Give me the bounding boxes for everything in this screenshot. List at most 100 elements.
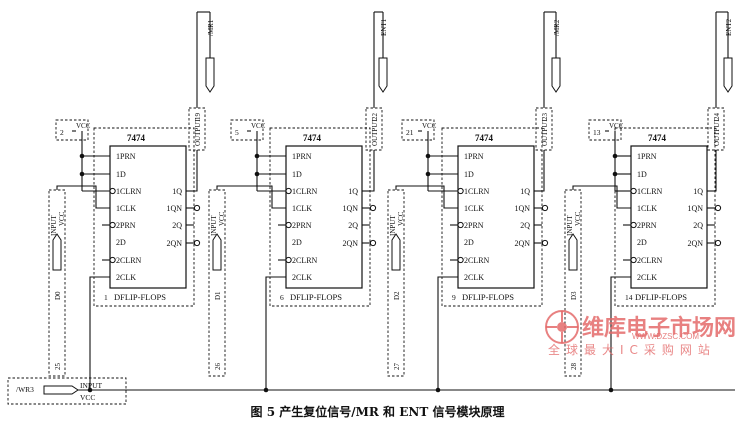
chip-pin-label: 2PRN (464, 221, 484, 230)
output-port-box (188, 107, 206, 151)
vcc-label: VCC (609, 122, 624, 130)
chip-pin-label: 2QN (342, 239, 358, 248)
chip-pin-label: 1Q (520, 187, 530, 196)
chip-pin-label: 1CLK (116, 204, 136, 213)
clock-bus-drop (89, 276, 110, 390)
chip-pin-label: 2CLRN (116, 256, 142, 265)
chip-part-number: 7474 (475, 133, 494, 143)
vcc-source-box (55, 119, 89, 141)
vcc-label: VCC (422, 122, 437, 130)
output-pin-number: 24 (713, 113, 721, 121)
chip-pin-label: 2PRN (116, 221, 136, 230)
input-signal-name: D2 (393, 291, 401, 300)
vcc-source-number: 5 (235, 128, 239, 137)
chip-pin-label: 2Q (348, 221, 358, 230)
chip-family-label: DFLIP-FLOPS (114, 292, 166, 302)
pin-bubble (109, 221, 116, 229)
chip-pin-label: 1CLK (637, 204, 657, 213)
chip-pin-label: 2QN (166, 239, 182, 248)
output-connector-icon (205, 57, 215, 93)
input-vcc-label: VCC (574, 211, 582, 226)
clock-input-signal: /WR3 (16, 385, 34, 394)
q-output-wire (370, 150, 375, 192)
watermark-slogan: 全球最大IC采购网站 (548, 343, 716, 357)
input-label: INPUT (389, 215, 397, 236)
chip-pin-label: 1CLRN (637, 187, 663, 196)
output-label: OUTPUT (194, 118, 202, 146)
chip-pin-label: 1CLRN (292, 187, 318, 196)
chip-pin-label: 2QN (514, 239, 530, 248)
vcc-label: VCC (251, 122, 266, 130)
chip-pin-label: 1QN (514, 204, 530, 213)
output-port-box (365, 107, 383, 151)
input-pin-number: 27 (393, 363, 401, 371)
pin-bubble (630, 256, 637, 264)
watermark-url: WWW.DZSC.COM (632, 332, 700, 341)
chip-body (285, 145, 363, 289)
pin-bubble (109, 256, 116, 264)
input-connector-icon (391, 233, 401, 271)
chip-part-number: 7474 (303, 133, 322, 143)
chip-pin-label: 1QN (687, 204, 703, 213)
output-connector-icon (551, 57, 561, 93)
output-label: OUTPUT (541, 118, 549, 146)
pin-bubble (369, 204, 377, 212)
module-boundary (441, 127, 543, 307)
pin-bubble (109, 187, 116, 195)
chip-pin-label: 2D (464, 238, 474, 247)
output-signal-name: ENT1 (380, 18, 388, 36)
pin-bubble (541, 204, 549, 212)
chip-pin-label: 1CLRN (464, 187, 490, 196)
vcc-source-number: 2 (60, 128, 64, 137)
chip-pin-label: 2QN (687, 239, 703, 248)
data-input-wire (216, 185, 286, 209)
chip-pin-label: 2D (637, 238, 647, 247)
output-pin-number: 22 (371, 113, 379, 121)
chip-pin-label: 1CLK (464, 204, 484, 213)
input-connector-icon (52, 233, 62, 271)
output-signal-name: ENT2 (725, 18, 733, 36)
chip-family-label: DFLIP-FLOPS (635, 292, 687, 302)
pin-bubble (630, 187, 637, 195)
watermark-domain: 维库电子市场网 (582, 315, 737, 340)
output-signal-name: /MR2 (553, 19, 561, 36)
chip-pin-label: 2CLRN (292, 256, 318, 265)
output-connector-icon (378, 57, 388, 93)
chip-ref-number: 6 (280, 293, 284, 302)
vcc-source-box (588, 119, 622, 141)
chip-pin-label: 2Q (172, 221, 182, 230)
vcc-label: VCC (76, 122, 91, 130)
pin-bubble (541, 239, 549, 247)
watermark: 维库电子市场网 WWW.DZSC.COM 全球最大IC采购网站 (540, 305, 740, 365)
chip-pin-label: 1PRN (464, 152, 484, 161)
chip-pin-label: 1D (116, 170, 126, 179)
chip-family-label: DFLIP-FLOPS (290, 292, 342, 302)
input-label: INPUT (210, 215, 218, 236)
chip-pin-label: 2CLK (637, 273, 657, 282)
chip-pin-label: 1QN (166, 204, 182, 213)
pin-bubble (714, 204, 722, 212)
input-signal-name: D1 (214, 291, 222, 300)
data-input-wire (395, 185, 458, 209)
clock-bus-drop (265, 276, 286, 390)
input-port-box (564, 189, 582, 377)
vcc-source-box (401, 119, 435, 141)
chip-pin-label: 2CLK (292, 273, 312, 282)
q-output-wire (542, 150, 545, 192)
chip-pin-label: 1Q (348, 187, 358, 196)
pin-bubble (714, 239, 722, 247)
chip-pin-label: 2Q (520, 221, 530, 230)
chip-pin-label: 2PRN (637, 221, 657, 230)
vcc-source-number: 13 (593, 128, 601, 137)
pin-bubble (285, 256, 292, 264)
module-boundary (269, 127, 371, 307)
chip-pin-label: 1D (464, 170, 474, 179)
pin-bubble (285, 221, 292, 229)
output-label: OUTPUT (371, 118, 379, 146)
q-output-wire (715, 150, 717, 192)
input-port-box (387, 189, 405, 377)
chip-pin-label: 2D (116, 238, 126, 247)
input-signal-name: D0 (54, 291, 62, 300)
clock-input-vcc-label: VCC (80, 393, 95, 402)
chip-pin-label: 1QN (342, 204, 358, 213)
